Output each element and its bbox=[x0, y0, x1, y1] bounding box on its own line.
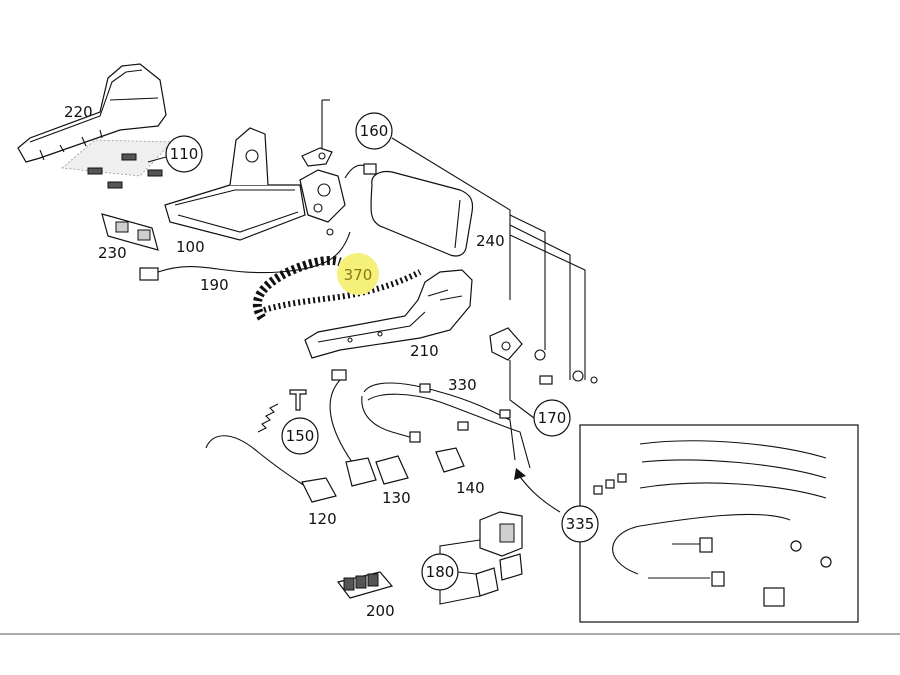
part-140-plug bbox=[435, 447, 465, 473]
label-160: 160 bbox=[360, 122, 389, 140]
callout-circle-110 bbox=[165, 135, 203, 173]
label-100: 100 bbox=[176, 238, 205, 256]
label-220: 220 bbox=[64, 103, 93, 121]
label-130: 130 bbox=[382, 489, 411, 507]
label-335: 335 bbox=[566, 515, 595, 533]
label-230: 230 bbox=[98, 244, 127, 262]
label-200: 200 bbox=[366, 602, 395, 620]
label-170: 170 bbox=[538, 409, 567, 427]
part-200-button-block bbox=[336, 571, 394, 599]
label-370: 370 bbox=[344, 266, 373, 284]
part-130-connectors bbox=[329, 369, 409, 487]
part-230-bracket bbox=[101, 213, 159, 251]
part-370-harness bbox=[252, 255, 422, 321]
label-210: 210 bbox=[410, 342, 439, 360]
part-160-bracket bbox=[301, 147, 333, 167]
part-190-cable bbox=[139, 228, 351, 281]
part-210-side-cover bbox=[304, 269, 473, 359]
label-150: 150 bbox=[286, 427, 315, 445]
callout-circle-160 bbox=[355, 112, 393, 150]
label-330: 330 bbox=[448, 376, 477, 394]
label-110: 110 bbox=[170, 145, 199, 163]
label-190: 190 bbox=[200, 276, 229, 294]
part-150-spring bbox=[257, 389, 307, 433]
label-140: 140 bbox=[456, 479, 485, 497]
part-335-detail-box bbox=[579, 424, 859, 623]
part-330-wiring bbox=[361, 382, 531, 469]
part-110-clips bbox=[61, 139, 173, 189]
part-240-cushion bbox=[370, 170, 474, 257]
callout-circle-335 bbox=[561, 505, 599, 543]
part-170-hardware bbox=[489, 327, 598, 385]
label-240: 240 bbox=[476, 232, 505, 250]
part-220-side-trim bbox=[17, 63, 167, 163]
part-120-cable bbox=[205, 435, 337, 503]
part-335-tubing bbox=[593, 440, 832, 607]
part-100-seat-frame bbox=[164, 127, 346, 241]
callout-370-highlight bbox=[337, 253, 379, 295]
label-180: 180 bbox=[426, 563, 455, 581]
label-120: 120 bbox=[308, 510, 337, 528]
callout-circle-150 bbox=[281, 417, 319, 455]
part-180-switches bbox=[475, 511, 523, 597]
